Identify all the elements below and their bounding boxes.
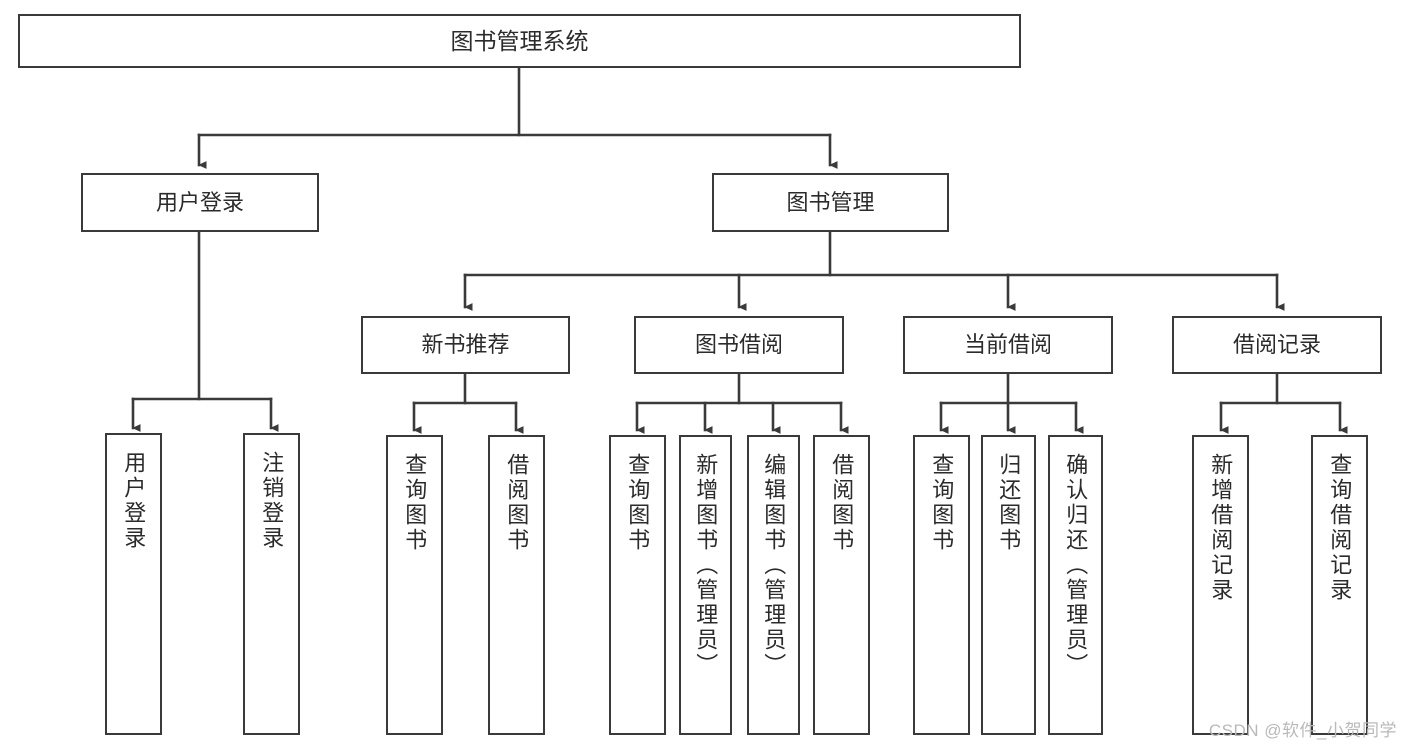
leaf-borrow-edit-book-admin[interactable]: 编辑图书（管理员）: [747, 435, 800, 735]
node-current-borrow[interactable]: 当前借阅: [903, 316, 1113, 374]
node-label: 注销登录: [259, 451, 285, 551]
leaf-current-return-book[interactable]: 归还图书: [981, 435, 1036, 735]
node-label: 借阅图书: [829, 453, 855, 553]
node-root-system[interactable]: 图书管理系统: [18, 14, 1021, 68]
watermark-text: CSDN @软件_小贺同学: [1208, 721, 1397, 740]
node-label: 归还图书: [996, 453, 1022, 553]
leaf-borrow-borrow-book[interactable]: 借阅图书: [813, 435, 870, 735]
leaf-record-add-record[interactable]: 新增借阅记录: [1192, 435, 1249, 735]
node-label: 当前借阅: [963, 332, 1052, 358]
leaf-record-query-record[interactable]: 查询借阅记录: [1311, 435, 1368, 735]
node-book-management[interactable]: 图书管理: [712, 173, 949, 232]
node-label: 确认归还（管理员）: [1063, 453, 1089, 678]
node-label: 编辑图书（管理员）: [761, 453, 787, 678]
leaf-new-book-borrow[interactable]: 借阅图书: [488, 435, 545, 735]
node-label: 用户登录: [121, 451, 147, 551]
node-label: 查询图书: [625, 453, 651, 553]
node-label: 新书推荐: [421, 332, 510, 358]
node-label: 图书管理系统: [450, 27, 589, 54]
node-label: 新增图书（管理员）: [693, 453, 719, 678]
node-label: 借阅记录: [1232, 332, 1321, 358]
node-borrow-record[interactable]: 借阅记录: [1172, 316, 1382, 374]
leaf-new-book-query[interactable]: 查询图书: [386, 435, 443, 735]
node-label: 用户登录: [155, 189, 244, 215]
node-label: 图书借阅: [694, 332, 783, 358]
node-label: 图书管理: [786, 189, 875, 215]
node-label: 查询图书: [402, 453, 428, 553]
leaf-user-login-logout[interactable]: 注销登录: [243, 433, 300, 735]
node-label: 新增借阅记录: [1208, 453, 1234, 603]
node-user-login[interactable]: 用户登录: [81, 173, 319, 232]
leaf-user-login-login[interactable]: 用户登录: [105, 433, 162, 735]
node-label: 查询图书: [929, 453, 955, 553]
leaf-current-confirm-return-admin[interactable]: 确认归还（管理员）: [1048, 435, 1103, 735]
leaf-borrow-add-book-admin[interactable]: 新增图书（管理员）: [679, 435, 732, 735]
node-label: 借阅图书: [504, 453, 530, 553]
node-label: 查询借阅记录: [1327, 453, 1353, 603]
node-book-borrow[interactable]: 图书借阅: [634, 316, 844, 374]
node-new-book-recommend[interactable]: 新书推荐: [361, 316, 570, 374]
leaf-current-query-book[interactable]: 查询图书: [913, 435, 970, 735]
leaf-borrow-query-book[interactable]: 查询图书: [609, 435, 666, 735]
